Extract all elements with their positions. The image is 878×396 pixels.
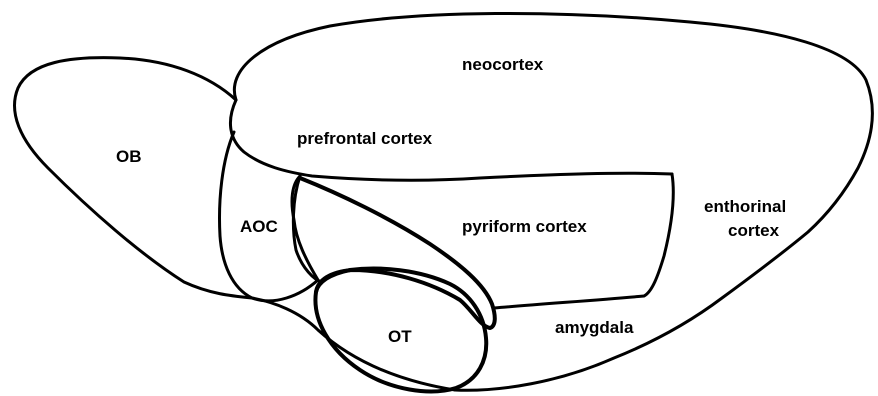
amygdala-label: amygdala	[555, 318, 634, 337]
prefrontal-cortex-label: prefrontal cortex	[297, 129, 433, 148]
ot-label: OT	[388, 327, 412, 346]
olfactory-tract-outline	[300, 178, 495, 328]
ob-label: OB	[116, 147, 142, 166]
neocortex-label: neocortex	[462, 55, 544, 74]
pyriform-cortex-label: pyriform cortex	[462, 217, 587, 236]
aoc-label: AOC	[240, 217, 278, 236]
enthorinal-cortex-label-line1: enthorinal	[704, 197, 786, 216]
enthorinal-cortex-label-line2: cortex	[728, 221, 780, 240]
